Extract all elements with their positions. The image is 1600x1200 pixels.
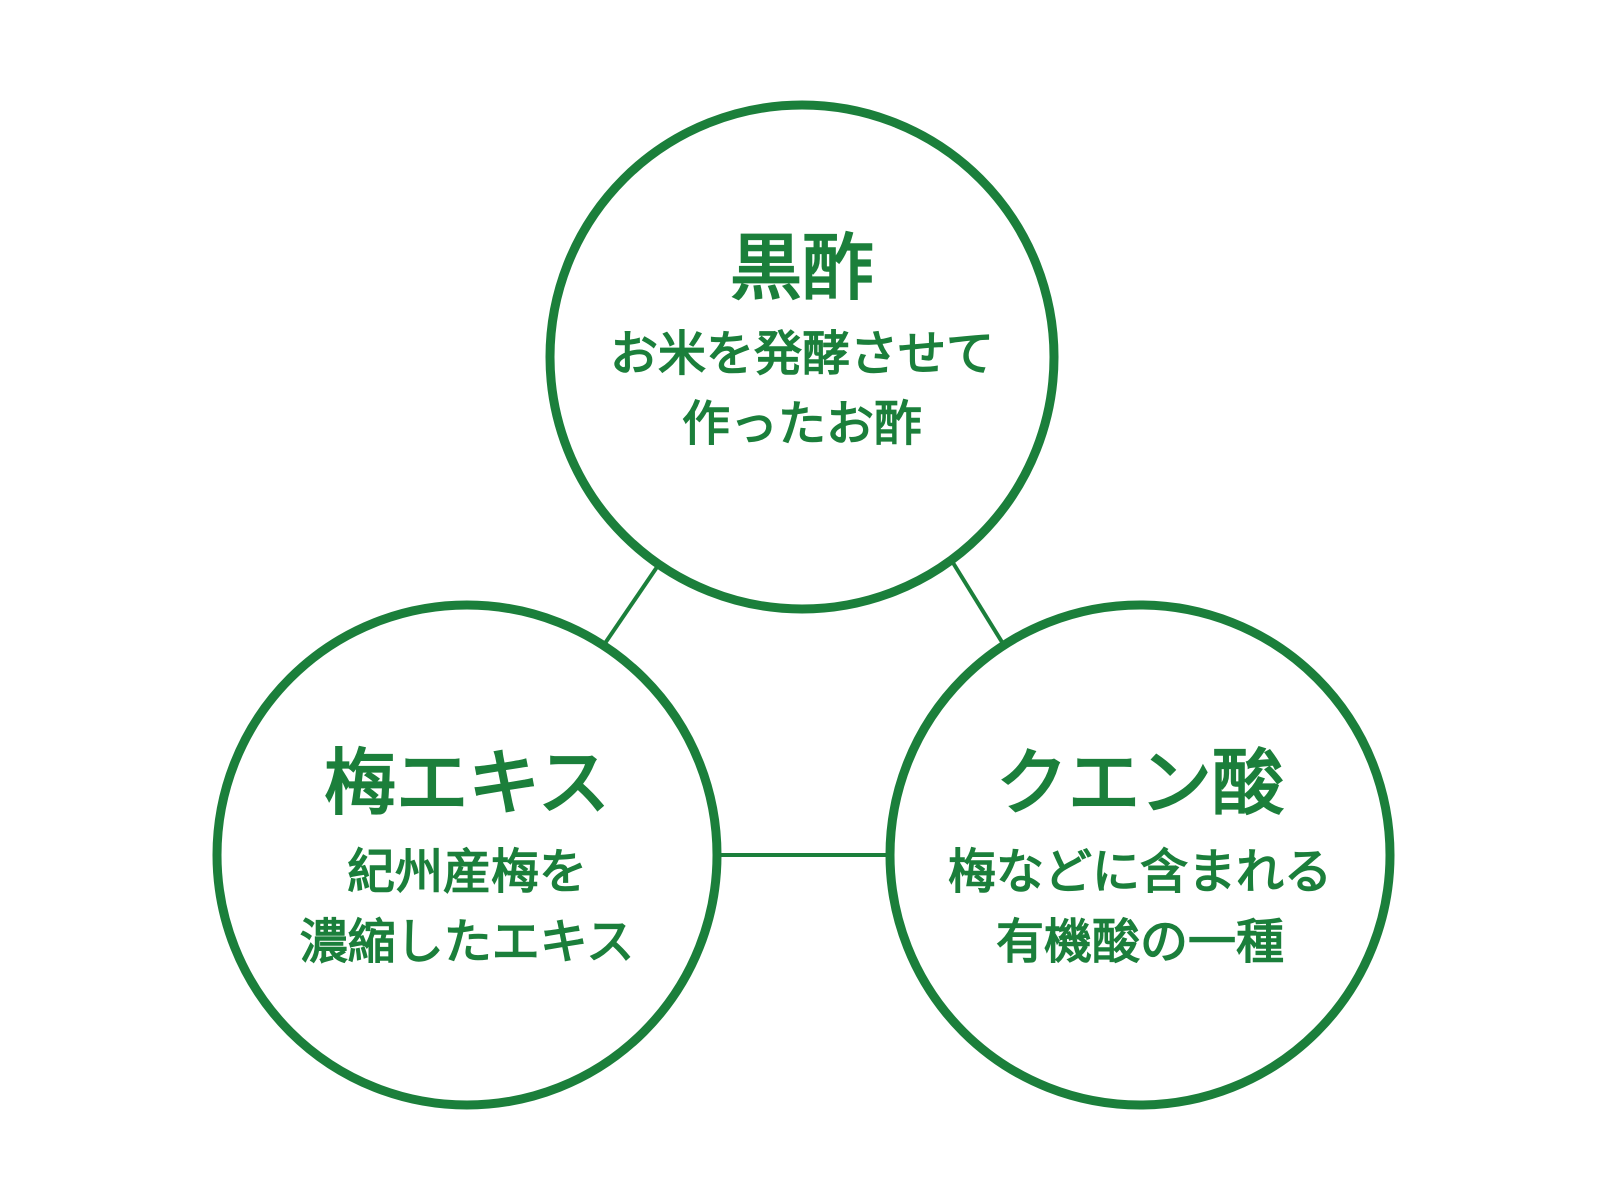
node-ume-desc-line2: 濃縮したエキス bbox=[300, 914, 635, 970]
node-kurozu-circle bbox=[545, 100, 1059, 614]
node-kuensan: クエン酸 梅などに含まれる 有機酸の一種 bbox=[885, 600, 1395, 1110]
node-ume: 梅エキス 紀州産梅を 濃縮したエキス bbox=[212, 600, 722, 1110]
node-ume-circle bbox=[212, 600, 722, 1110]
node-kurozu-desc-line2: 作ったお酢 bbox=[682, 396, 922, 452]
node-kurozu: 黒酢 お米を発酵させて 作ったお酢 bbox=[545, 100, 1059, 614]
node-kurozu-desc-line1: お米を発酵させて bbox=[610, 326, 994, 382]
node-kurozu-title: 黒酢 bbox=[730, 225, 874, 310]
node-kuensan-desc-line1: 梅などに含まれる bbox=[948, 844, 1332, 900]
node-ume-desc-line1: 紀州産梅を bbox=[347, 844, 587, 900]
node-kuensan-desc-line2: 有機酸の一種 bbox=[996, 914, 1284, 970]
node-ume-title: 梅エキス bbox=[324, 740, 610, 825]
node-kuensan-title: クエン酸 bbox=[996, 740, 1285, 825]
node-kuensan-circle bbox=[885, 600, 1395, 1110]
